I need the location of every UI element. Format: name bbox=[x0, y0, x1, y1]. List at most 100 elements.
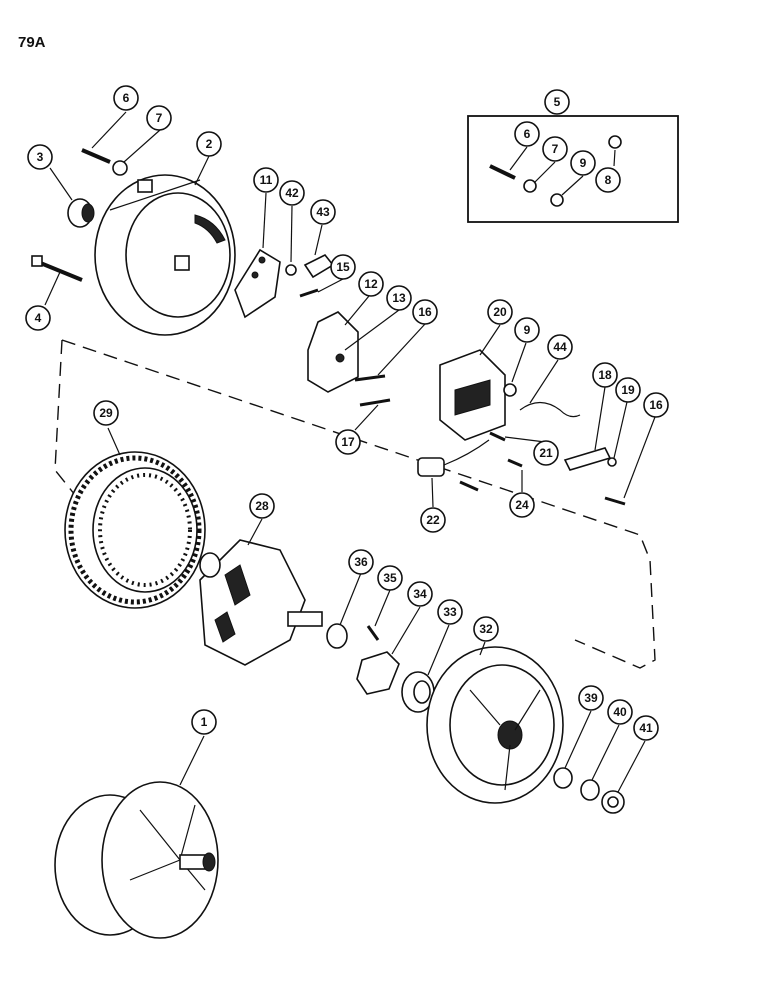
callout-28: 28 bbox=[249, 493, 275, 519]
callout-29: 29 bbox=[93, 400, 119, 426]
callout-17: 17 bbox=[335, 429, 361, 455]
page-number: 79A bbox=[18, 34, 46, 51]
pulley-nut bbox=[601, 790, 625, 814]
callout-7: 7 bbox=[146, 105, 172, 131]
through-bolt bbox=[31, 255, 83, 282]
diode-trio bbox=[563, 447, 617, 471]
screw-and-washer bbox=[81, 148, 128, 176]
bushing bbox=[67, 198, 95, 228]
callout-9: 9 bbox=[570, 150, 596, 176]
callout-number: 6 bbox=[123, 91, 130, 105]
callout-number: 33 bbox=[443, 605, 457, 619]
callout-layer: 1234567678911424315121316172094418191621… bbox=[25, 85, 669, 741]
callout-number: 12 bbox=[364, 277, 378, 291]
callout-number: 39 bbox=[584, 691, 598, 705]
callout-number: 6 bbox=[524, 127, 531, 141]
callout-number: 9 bbox=[580, 156, 587, 170]
callout-number: 13 bbox=[392, 291, 406, 305]
callout-36: 36 bbox=[348, 549, 374, 575]
callout-number: 29 bbox=[99, 406, 113, 420]
callout-number: 2 bbox=[206, 137, 213, 151]
diode-screw bbox=[489, 431, 506, 442]
callout-18: 18 bbox=[592, 362, 618, 388]
callout-21: 21 bbox=[533, 440, 559, 466]
callout-5: 5 bbox=[544, 89, 570, 115]
callout-number: 11 bbox=[260, 173, 273, 187]
spacer bbox=[553, 767, 573, 789]
brush-holder bbox=[307, 311, 359, 393]
callout-16: 16 bbox=[412, 299, 438, 325]
small-screw bbox=[299, 288, 319, 298]
callout-8: 8 bbox=[595, 167, 621, 193]
callout-number: 32 bbox=[479, 622, 493, 636]
callout-11: 11 bbox=[253, 167, 279, 193]
callout-number: 36 bbox=[354, 555, 368, 569]
callout-number: 24 bbox=[515, 498, 529, 512]
callout-number: 9 bbox=[524, 323, 531, 337]
callout-number: 3 bbox=[37, 150, 44, 164]
callout-number: 34 bbox=[413, 587, 427, 601]
callout-number: 22 bbox=[426, 513, 440, 527]
rectifier-bridge bbox=[439, 349, 506, 441]
callout-32: 32 bbox=[473, 616, 499, 642]
stator bbox=[64, 451, 206, 609]
alternator-assembly bbox=[54, 781, 219, 939]
capacitor bbox=[417, 439, 490, 477]
mounting-screw-b bbox=[359, 398, 391, 407]
terminal-screw-a bbox=[507, 458, 523, 468]
callout-42: 42 bbox=[279, 180, 305, 206]
callout-20: 20 bbox=[487, 299, 513, 325]
callout-12: 12 bbox=[358, 271, 384, 297]
callout-number: 44 bbox=[553, 340, 567, 354]
callout-15: 15 bbox=[330, 254, 356, 280]
callout-number: 41 bbox=[639, 721, 653, 735]
callout-6: 6 bbox=[514, 121, 540, 147]
callout-number: 28 bbox=[255, 499, 269, 513]
callout-34: 34 bbox=[407, 581, 433, 607]
nut-and-lead bbox=[285, 253, 335, 279]
plate-screw bbox=[366, 625, 380, 641]
collar bbox=[326, 623, 348, 649]
callout-number: 8 bbox=[605, 173, 612, 187]
mounting-screw-a bbox=[354, 374, 386, 382]
callout-number: 4 bbox=[35, 311, 42, 325]
callout-number: 35 bbox=[383, 571, 397, 585]
leader-lines bbox=[44, 111, 656, 793]
nut bbox=[503, 383, 517, 397]
callout-35: 35 bbox=[377, 565, 403, 591]
callout-7: 7 bbox=[542, 136, 568, 162]
callout-1: 1 bbox=[191, 709, 217, 735]
callout-13: 13 bbox=[386, 285, 412, 311]
callout-3: 3 bbox=[27, 144, 53, 170]
callout-22: 22 bbox=[420, 507, 446, 533]
callout-4: 4 bbox=[25, 305, 51, 331]
callout-number: 20 bbox=[493, 305, 507, 319]
retainer-plate bbox=[356, 651, 400, 695]
callout-number: 17 bbox=[341, 435, 355, 449]
callout-number: 16 bbox=[649, 398, 663, 412]
callout-number: 1 bbox=[201, 715, 208, 729]
callout-number: 16 bbox=[418, 305, 432, 319]
callout-number: 40 bbox=[613, 705, 627, 719]
rear-housing bbox=[94, 174, 236, 336]
callout-16: 16 bbox=[643, 392, 669, 418]
callout-number: 43 bbox=[316, 205, 330, 219]
callout-19: 19 bbox=[615, 377, 641, 403]
callout-number: 7 bbox=[156, 111, 163, 125]
callout-41: 41 bbox=[633, 715, 659, 741]
retaining-screw bbox=[604, 496, 626, 506]
terminal-screw-b bbox=[459, 480, 479, 492]
wire-lead bbox=[519, 401, 581, 418]
terminal-bracket bbox=[234, 248, 281, 319]
callout-number: 42 bbox=[285, 186, 299, 200]
kit-box bbox=[467, 115, 679, 223]
front-housing bbox=[426, 646, 564, 804]
callout-39: 39 bbox=[578, 685, 604, 711]
callout-40: 40 bbox=[607, 699, 633, 725]
callout-number: 18 bbox=[598, 368, 612, 382]
callout-number: 5 bbox=[554, 95, 561, 109]
bearing bbox=[401, 671, 435, 713]
callout-number: 19 bbox=[621, 383, 635, 397]
callout-44: 44 bbox=[547, 334, 573, 360]
